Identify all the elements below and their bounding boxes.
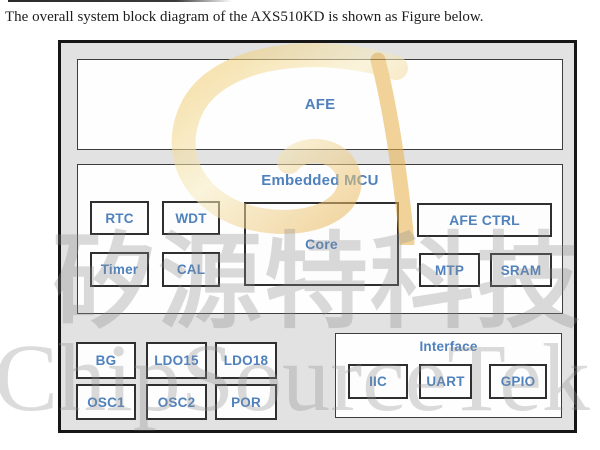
block-rtc-label: RTC — [105, 210, 134, 226]
block-osc2-label: OSC2 — [157, 394, 196, 410]
block-ldo15-label: LDO15 — [154, 353, 199, 368]
section-interface: Interface IIC UART GPIO — [335, 333, 562, 418]
section-embedded-mcu: Embedded MCU RTC WDT Timer CAL Core AFE … — [77, 164, 563, 314]
block-sram: SRAM — [490, 253, 552, 287]
block-mtp-label: MTP — [434, 262, 465, 278]
block-wdt-label: WDT — [175, 210, 207, 226]
block-osc1: OSC1 — [76, 384, 136, 420]
block-gpio: GPIO — [489, 364, 547, 399]
block-timer: Timer — [90, 252, 149, 287]
block-afe: AFE — [77, 59, 563, 150]
block-uart-label: UART — [426, 374, 465, 389]
block-cal: CAL — [162, 252, 220, 287]
block-wdt: WDT — [162, 201, 220, 235]
block-afe-ctrl-label: AFE CTRL — [449, 212, 520, 228]
section-embedded-mcu-title: Embedded MCU — [261, 172, 379, 189]
block-mtp: MTP — [419, 253, 480, 287]
block-bg: BG — [76, 342, 136, 379]
block-afe-label: AFE — [304, 96, 336, 113]
block-por: POR — [215, 384, 277, 420]
block-core: Core — [244, 202, 399, 286]
block-uart: UART — [419, 364, 472, 399]
block-bg-label: BG — [95, 353, 117, 368]
cropped-text-artifact — [8, 0, 232, 2]
block-cal-label: CAL — [176, 262, 206, 277]
block-afe-ctrl: AFE CTRL — [417, 203, 552, 237]
block-rtc: RTC — [90, 201, 149, 235]
block-gpio-label: GPIO — [500, 374, 536, 389]
block-por-label: POR — [231, 394, 261, 410]
block-core-label: Core — [305, 236, 338, 252]
block-ldo15: LDO15 — [146, 342, 207, 379]
chip-block-diagram: AFE Embedded MCU RTC WDT Timer CAL Core … — [58, 40, 577, 433]
block-osc2: OSC2 — [146, 384, 207, 420]
block-iic: IIC — [348, 364, 408, 399]
section-interface-title: Interface — [419, 339, 478, 354]
block-iic-label: IIC — [369, 374, 387, 389]
block-ldo18: LDO18 — [215, 342, 277, 379]
block-ldo18-label: LDO18 — [223, 353, 269, 368]
block-osc1-label: OSC1 — [87, 394, 125, 410]
block-timer-label: Timer — [100, 262, 139, 277]
block-sram-label: SRAM — [500, 262, 542, 278]
figure-caption: The overall system block diagram of the … — [5, 9, 484, 25]
